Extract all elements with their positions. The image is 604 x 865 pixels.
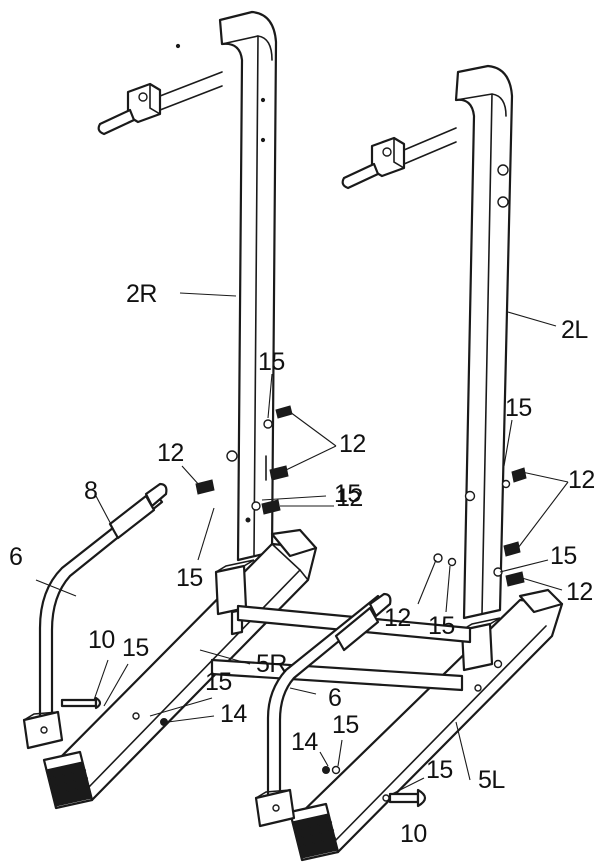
label-12-b: 12 xyxy=(157,439,184,467)
label-10-left: 10 xyxy=(88,626,115,654)
label-15-h: 15 xyxy=(205,668,232,696)
label-10-bottom: 10 xyxy=(400,820,427,848)
label-15-f: 15 xyxy=(428,612,455,640)
leader-lines xyxy=(35,292,569,795)
label-15-j: 15 xyxy=(426,756,453,784)
label-8: 8 xyxy=(84,477,98,505)
label-15-e: 15 xyxy=(550,542,577,570)
label-15-i: 15 xyxy=(332,711,359,739)
label-6-left: 6 xyxy=(9,543,23,571)
label-15-g: 15 xyxy=(122,634,149,662)
label-15-c: 15 xyxy=(176,564,203,592)
base-5L xyxy=(288,588,564,862)
label-12-a: 12 xyxy=(339,430,366,458)
label-12-e: 12 xyxy=(566,578,593,606)
label-15-a: 15 xyxy=(258,348,285,376)
label-14-mid: 14 xyxy=(291,728,318,756)
label-12-c: 12 xyxy=(336,484,363,512)
label-2L: 2L xyxy=(561,316,588,344)
handle-6-mid xyxy=(254,592,392,828)
label-6-mid: 6 xyxy=(328,684,342,712)
handle-6-left xyxy=(22,482,168,750)
label-5R: 5R xyxy=(256,650,287,678)
label-5L: 5L xyxy=(478,766,505,794)
label-12-d: 12 xyxy=(568,466,595,494)
fasteners xyxy=(160,405,527,808)
label-14-left: 14 xyxy=(220,700,247,728)
label-15-d: 15 xyxy=(505,394,532,422)
label-15-b: 15 xyxy=(334,480,361,508)
upright-2L xyxy=(341,64,514,620)
label-12-f: 12 xyxy=(384,604,411,632)
label-2R: 2R xyxy=(126,280,157,308)
upright-2R xyxy=(97,10,278,562)
